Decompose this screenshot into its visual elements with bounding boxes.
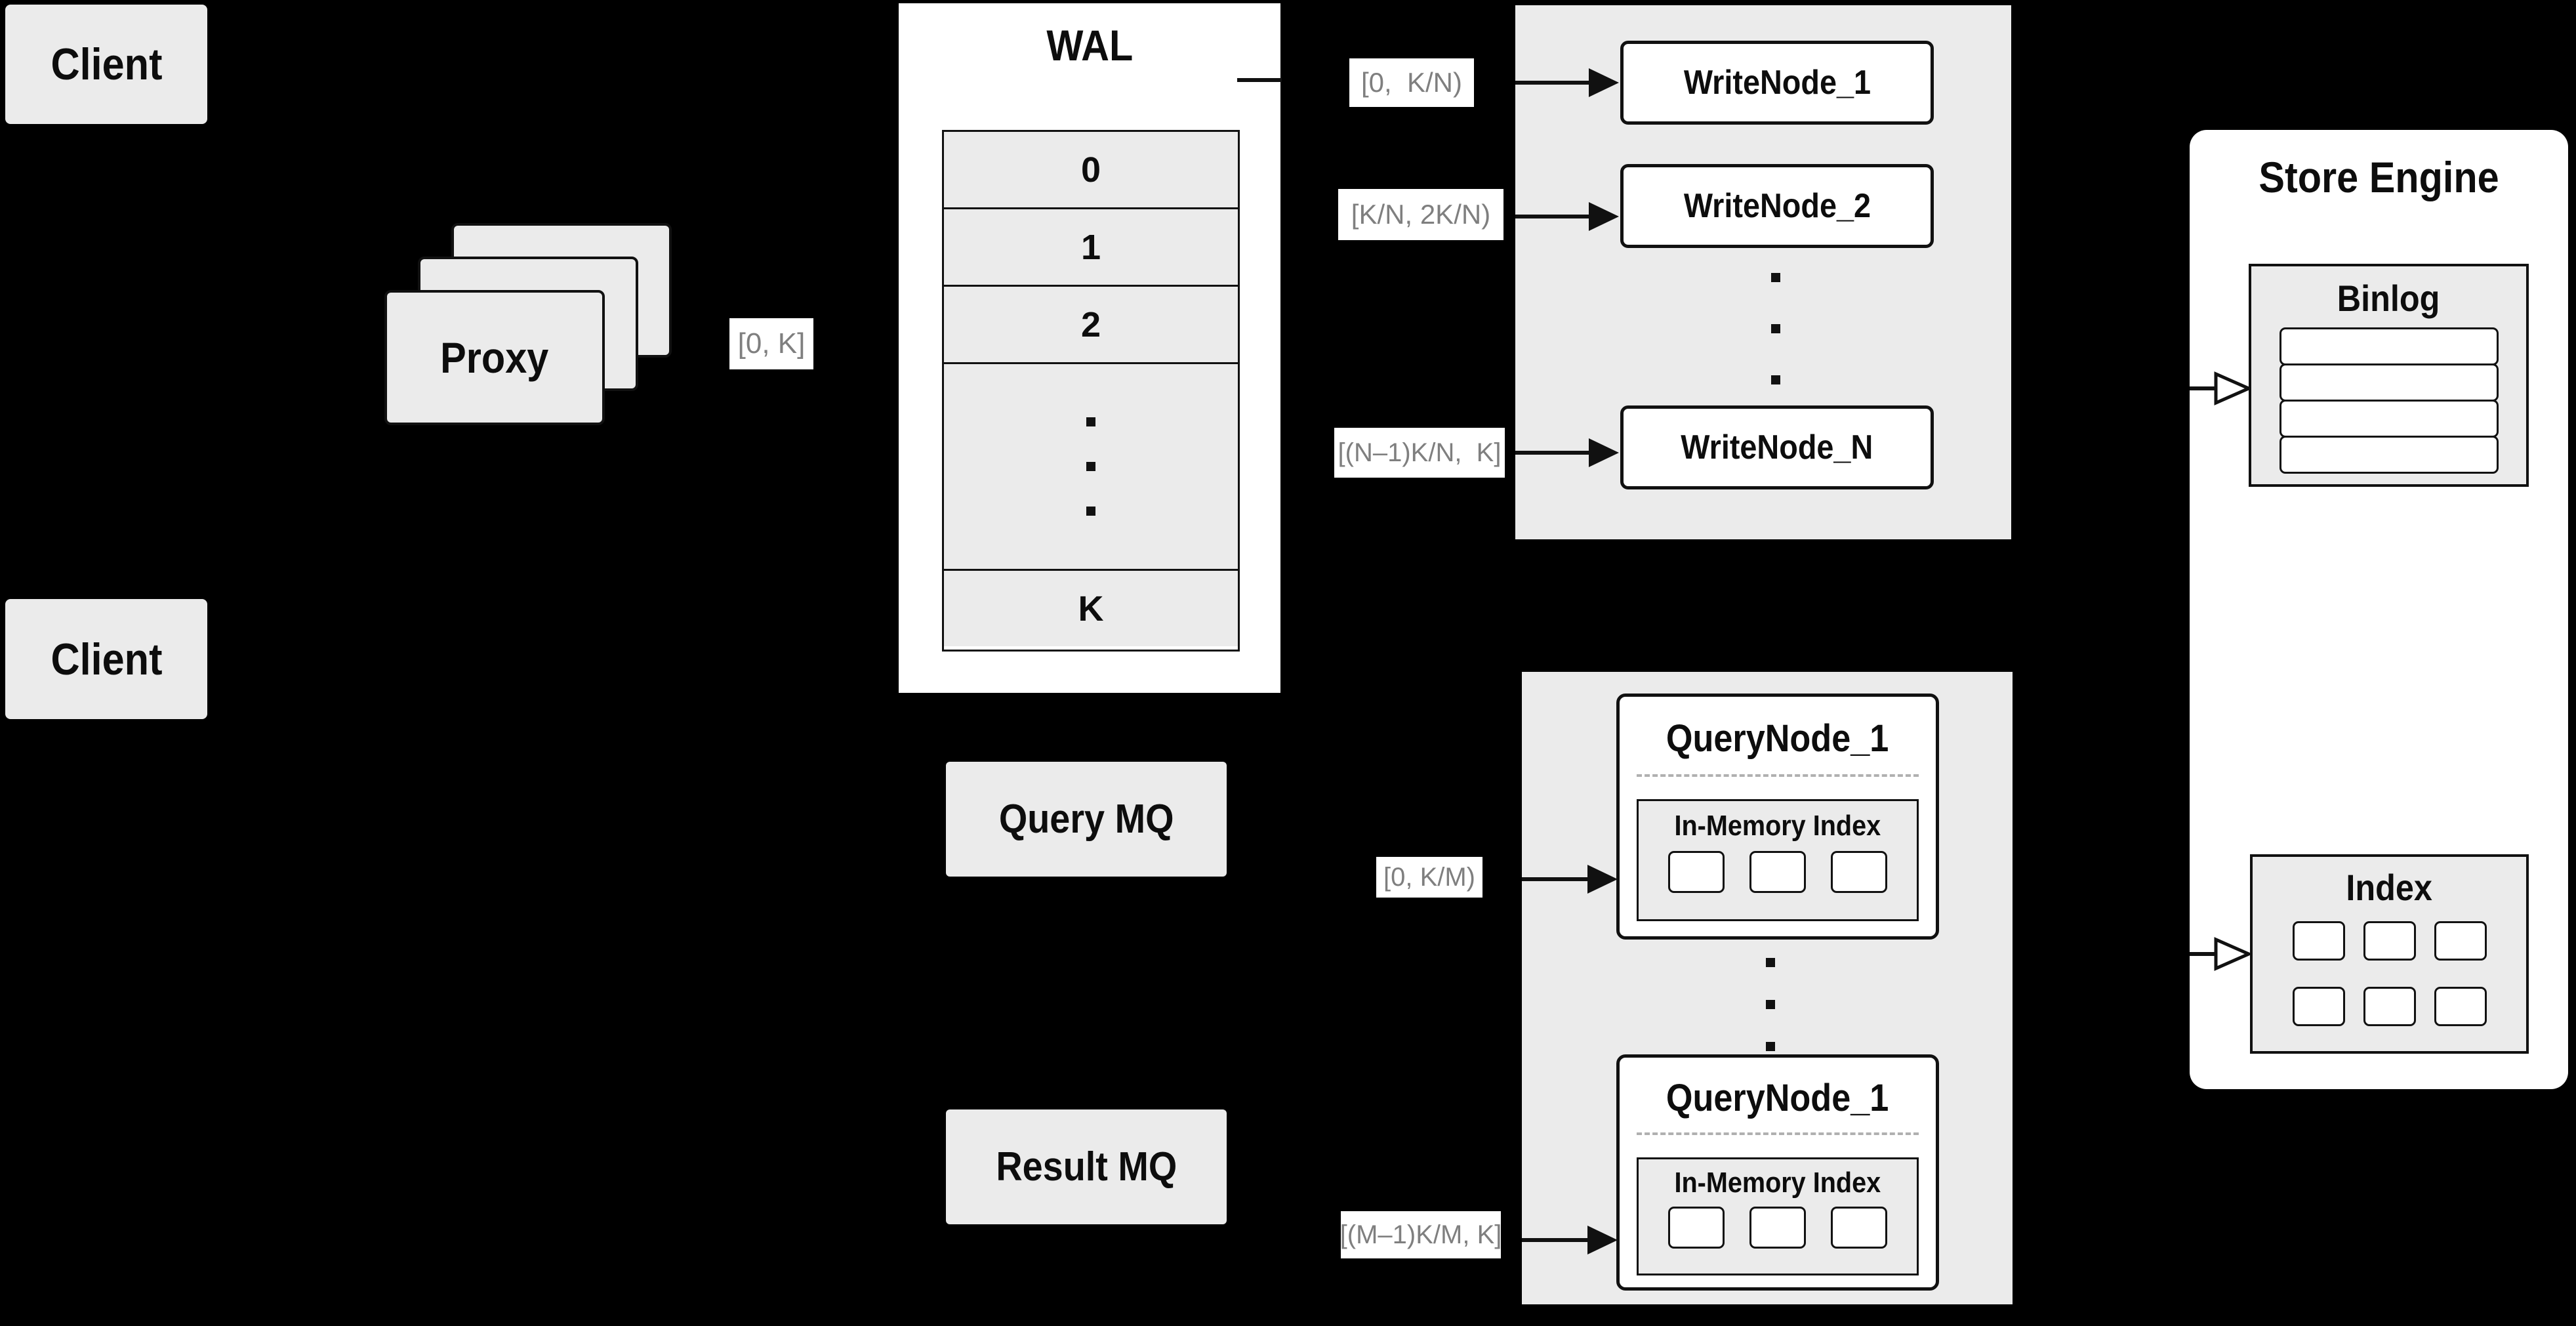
memory-cell (1749, 1207, 1806, 1249)
result-mq-label: Result MQ (996, 1144, 1177, 1190)
ellipsis-vertical-icon (1771, 273, 1780, 384)
write-range-2-label: [K/N, 2K/N) (1338, 189, 1503, 240)
arrow-to-index (2190, 937, 2251, 971)
index-cell (2292, 921, 2345, 961)
write-node-n-label: WriteNode_N (1681, 428, 1873, 466)
memory-cell (1668, 851, 1725, 893)
query-node-2-box: QueryNode_1 In-Memory Index (1616, 1054, 1939, 1291)
query-range-1-label: [0, K/M) (1376, 857, 1482, 898)
wal-segment-row-ellipsis (944, 364, 1238, 571)
wal-segment-table: 0 1 2 K (942, 130, 1240, 652)
memory-cell (1668, 1207, 1725, 1249)
store-engine-title: Store Engine (2259, 153, 2499, 201)
in-memory-index-box: In-Memory Index (1637, 799, 1919, 921)
in-memory-index-title: In-Memory Index (1674, 810, 1881, 842)
query-node-2-title: QueryNode_1 (1666, 1077, 1889, 1119)
write-node-2-box: WriteNode_2 (1620, 164, 1934, 248)
arrow-to-write-node-1 (1515, 68, 1619, 97)
arrow-to-query-node-1 (1522, 865, 1618, 894)
memory-cell (1831, 851, 1887, 893)
client-box-bottom: Client (5, 599, 207, 719)
wal-segment-row: 0 (944, 132, 1238, 209)
binlog-box: Binlog (2249, 264, 2529, 487)
in-memory-cells (1639, 851, 1917, 893)
client-bottom-label: Client (50, 634, 163, 684)
wal-segment-2: 2 (1080, 304, 1101, 344)
divider-dashed (1637, 1132, 1919, 1135)
arrow-to-query-node-2 (1522, 1226, 1618, 1254)
store-engine-panel: Store Engine Binlog Index (2190, 130, 2568, 1089)
write-range-n-label: [(N–1)K/N, K] (1334, 428, 1505, 478)
wal-segment-row: 1 (944, 209, 1238, 287)
query-mq-label: Query MQ (998, 797, 1174, 842)
index-cell (2363, 987, 2416, 1026)
proxy-label: Proxy (440, 333, 549, 382)
index-title: Index (2346, 866, 2433, 908)
index-cell (2434, 987, 2487, 1026)
wal-segment-1: 1 (1080, 227, 1101, 267)
in-memory-index-box: In-Memory Index (1637, 1157, 1919, 1275)
arrow-to-binlog (2190, 371, 2251, 405)
wal-panel: WAL 0 1 2 K (899, 3, 1280, 693)
client-box-top: Client (5, 5, 207, 124)
wal-connector-tick (1237, 78, 1282, 82)
wal-title: WAL (1046, 21, 1133, 70)
binlog-rows (2251, 327, 2526, 474)
binlog-row (2279, 363, 2499, 402)
arrow-to-write-node-n (1515, 438, 1619, 467)
wal-segment-row: 2 (944, 287, 1238, 364)
memory-cell (1749, 851, 1806, 893)
binlog-title: Binlog (2337, 277, 2440, 319)
binlog-row (2279, 327, 2499, 365)
query-node-1-box: QueryNode_1 In-Memory Index (1616, 694, 1939, 940)
write-node-2-label: WriteNode_2 (1683, 187, 1871, 225)
proxy-range-label: [0, K] (729, 318, 813, 369)
binlog-row (2279, 436, 2499, 474)
index-cell (2434, 921, 2487, 961)
write-node-n-box: WriteNode_N (1620, 405, 1934, 489)
wal-segment-k: K (1078, 589, 1104, 629)
ellipsis-vertical-icon (1766, 958, 1775, 1051)
arrow-to-write-node-2 (1515, 202, 1619, 231)
result-mq-box: Result MQ (946, 1109, 1227, 1224)
write-node-1-label: WriteNode_1 (1683, 64, 1871, 102)
index-cells (2253, 921, 2526, 1026)
divider-dashed (1637, 774, 1919, 777)
query-range-2-label: [(M–1)K/M, K] (1340, 1211, 1502, 1258)
in-memory-index-title: In-Memory Index (1674, 1167, 1881, 1199)
index-box: Index (2250, 854, 2529, 1054)
ellipsis-vertical-icon (1086, 417, 1095, 516)
in-memory-cells (1639, 1207, 1917, 1249)
wal-segment-0: 0 (1080, 150, 1101, 190)
index-cell (2292, 987, 2345, 1026)
proxy-box-front: Proxy (384, 290, 605, 425)
wal-segment-row: K (944, 571, 1238, 646)
binlog-row (2279, 400, 2499, 438)
query-mq-box: Query MQ (946, 762, 1227, 877)
write-range-1-label: [0, K/N) (1349, 58, 1474, 107)
client-top-label: Client (50, 39, 163, 89)
index-cell (2363, 921, 2416, 961)
memory-cell (1831, 1207, 1887, 1249)
write-node-1-box: WriteNode_1 (1620, 41, 1934, 125)
query-node-1-title: QueryNode_1 (1666, 717, 1889, 760)
